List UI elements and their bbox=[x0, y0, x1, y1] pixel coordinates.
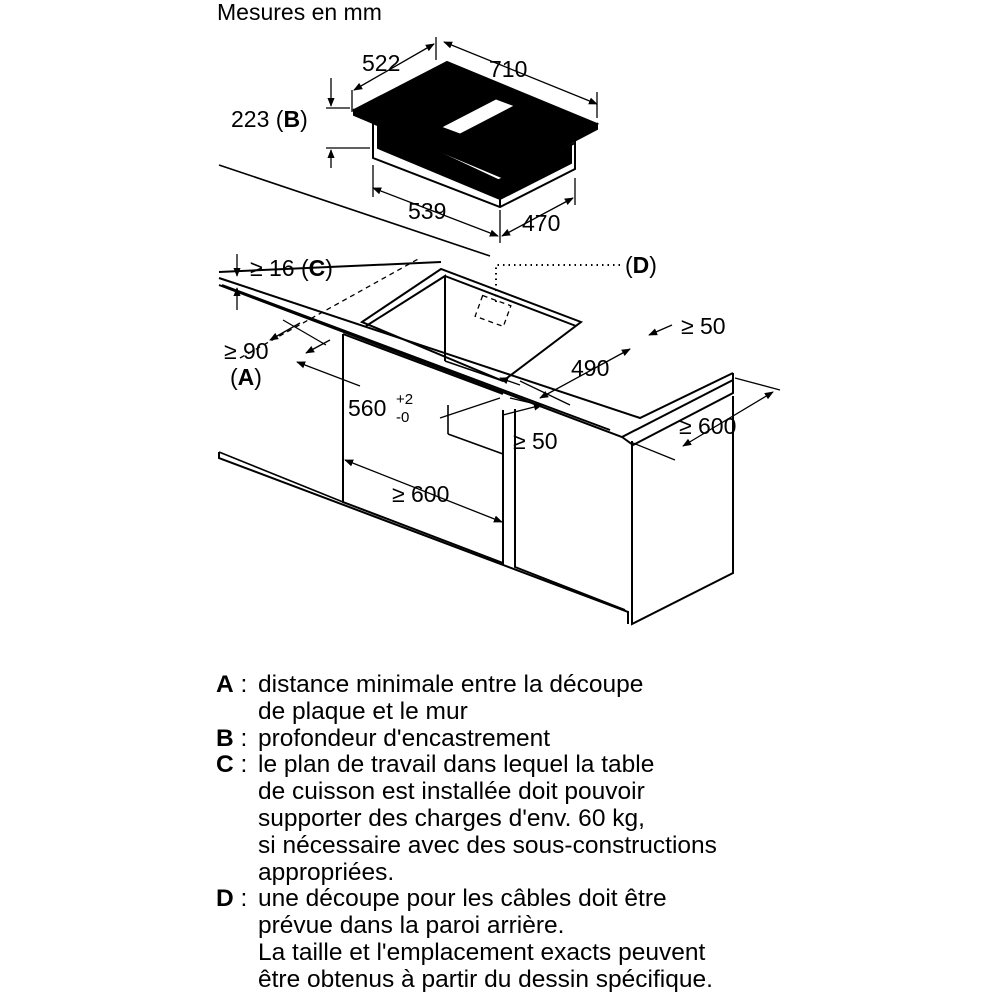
cutout-tolerance-plus: +2 bbox=[396, 391, 413, 408]
legend-text-line: distance minimale entre la découpe bbox=[258, 671, 644, 698]
hob-depth-label: 522 bbox=[362, 50, 400, 76]
legend-item-b: B :profondeur d'encastrement bbox=[216, 724, 976, 753]
legend-separator: : bbox=[240, 724, 248, 752]
legend-text-line: de cuisson est installée doit pouvoir bbox=[258, 778, 645, 806]
side-clearance-label: ≥ 50 bbox=[513, 428, 558, 454]
legend-text-line: une découpe pour les câbles doit être bbox=[258, 885, 667, 913]
wall-distance-label: ≥ 90 bbox=[224, 338, 269, 364]
legend-text-line: profondeur d'encastrement bbox=[258, 724, 551, 752]
legend-text-line: appropriées. bbox=[258, 858, 395, 886]
hob-base-width-label: 539 bbox=[408, 198, 446, 224]
cutout-tolerance-minus: -0 bbox=[396, 409, 409, 426]
cable-opening-label: (D) bbox=[625, 252, 657, 278]
worktop-thickness-label: ≥ 16 (C) bbox=[250, 255, 333, 281]
units-label: Mesures en mm bbox=[217, 0, 382, 25]
legend-key: B : bbox=[216, 724, 258, 753]
back-clearance-label: ≥ 50 bbox=[681, 313, 726, 339]
legend-key: A : bbox=[216, 671, 258, 726]
legend-text-line: si nécessaire avec des sous-construction… bbox=[258, 831, 717, 859]
worktop-depth-label: ≥ 600 bbox=[679, 413, 736, 439]
legend-separator: : bbox=[240, 751, 248, 779]
worktop-drawing bbox=[218, 164, 734, 626]
legend-text-line: prévue dans la paroi arrière. bbox=[258, 912, 565, 940]
hob-drawing bbox=[351, 60, 600, 209]
cabinet-width-label: ≥ 600 bbox=[392, 481, 449, 507]
legend-key-letter: C bbox=[216, 751, 234, 779]
hob-base-depth-label: 470 bbox=[522, 210, 560, 236]
hob-installation-depth-label: 223 (B) bbox=[231, 106, 308, 132]
legend-key-letter: B bbox=[216, 724, 234, 752]
legend-key: C : bbox=[216, 751, 258, 886]
legend-key: D : bbox=[216, 885, 258, 993]
cutout-depth-label: 490 bbox=[571, 355, 609, 381]
extractor-vent bbox=[442, 99, 514, 134]
cutout-width-label: 560 bbox=[348, 395, 386, 421]
wall-distance-ref: (A) bbox=[230, 364, 262, 390]
legend-item-d: D :une découpe pour les câbles doit être… bbox=[216, 885, 976, 993]
legend-text-line: être obtenus à partir du dessin spécifiq… bbox=[258, 965, 713, 993]
legend-separator: : bbox=[240, 885, 248, 913]
legend-separator: : bbox=[240, 671, 248, 698]
legend-key-letter: A bbox=[216, 671, 234, 698]
legend-item-c: C :le plan de travail dans lequel la tab… bbox=[216, 751, 976, 886]
worktop-dimensions: ≥ 16 (C) ≥ 90 (A) 560 +2 -0 490 ≥ 50 ≥ 5… bbox=[224, 252, 781, 523]
legend-key-letter: D bbox=[216, 885, 234, 913]
legend-text-line: de plaque et le mur bbox=[258, 697, 468, 725]
hob-dimensions: 522 710 223 (B) 539 470 bbox=[231, 37, 598, 243]
cable-opening-marker bbox=[474, 294, 512, 328]
installation-diagram: Mesures en mm 522 710 223 (B) 53 bbox=[217, 0, 781, 626]
hob-width-label: 710 bbox=[489, 56, 527, 82]
legend-text-line: supporter des charges d'env. 60 kg, bbox=[258, 804, 645, 832]
legend-text-line: La taille et l'emplacement exacts peuven… bbox=[258, 938, 706, 966]
legend-text-line: le plan de travail dans lequel la table bbox=[258, 751, 655, 779]
